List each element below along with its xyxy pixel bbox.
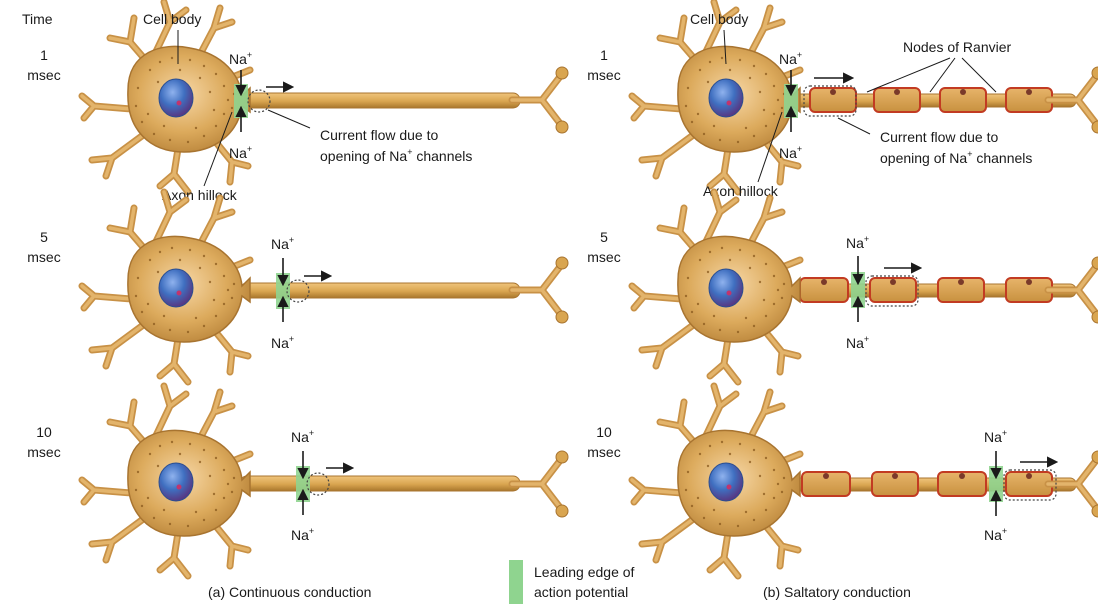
sodium-label-top: Na+ bbox=[779, 50, 802, 67]
current-flow-label: Current flow due to bbox=[320, 127, 438, 143]
caption-continuous: (a) Continuous conduction bbox=[208, 584, 371, 600]
sodium-label-bottom: Na+ bbox=[779, 144, 802, 161]
continuous-neuron-10msec: Na+ Na+ bbox=[82, 386, 568, 576]
time-unit-10-right: msec bbox=[587, 444, 620, 460]
sodium-label-bottom: Na+ bbox=[984, 526, 1007, 543]
current-flow-leader bbox=[838, 118, 870, 134]
sodium-label-bottom: Na+ bbox=[271, 334, 294, 351]
sodium-label-bottom: Na+ bbox=[229, 144, 252, 161]
sodium-label-top: Na+ bbox=[846, 234, 869, 251]
legend-line-1: Leading edge of bbox=[534, 564, 635, 580]
continuous-neuron-1msec: Na+ Na+ Cell body Axon hillock Current f… bbox=[82, 2, 568, 203]
current-flow-leader bbox=[268, 110, 310, 128]
time-value-5-left: 5 bbox=[40, 229, 48, 245]
time-value-10-left: 10 bbox=[36, 424, 52, 440]
legend-swatch bbox=[509, 560, 523, 604]
sodium-label-top: Na+ bbox=[271, 235, 294, 252]
axon bbox=[240, 476, 520, 491]
node-leader bbox=[867, 58, 950, 92]
time-unit-5-right: msec bbox=[587, 249, 620, 265]
legend: Leading edge of action potential bbox=[509, 560, 635, 604]
time-value-1-left: 1 bbox=[40, 47, 48, 63]
saltatory-neuron-5msec: Na+ Na+ bbox=[632, 192, 1098, 382]
cell-body-label: Cell body bbox=[143, 11, 201, 27]
nodes-of-ranvier-label: Nodes of Ranvier bbox=[903, 39, 1012, 55]
cell-body-label: Cell body bbox=[690, 11, 748, 27]
current-flow-label: Current flow due to bbox=[880, 129, 998, 145]
current-flow-label-line2: opening of Na+ channels bbox=[880, 149, 1032, 166]
current-flow-label-line2: opening of Na+ channels bbox=[320, 147, 472, 164]
time-unit-5-left: msec bbox=[27, 249, 60, 265]
time-value-10-right: 10 bbox=[596, 424, 612, 440]
time-unit-10-left: msec bbox=[27, 444, 60, 460]
legend-line-2: action potential bbox=[534, 584, 628, 600]
sodium-label-bottom: Na+ bbox=[846, 334, 869, 351]
axon bbox=[240, 93, 520, 108]
sodium-label-top: Na+ bbox=[291, 428, 314, 445]
caption-saltatory: (b) Saltatory conduction bbox=[763, 584, 911, 600]
sodium-label-top: Na+ bbox=[229, 50, 252, 67]
sodium-label-bottom: Na+ bbox=[291, 526, 314, 543]
node-leader bbox=[962, 58, 996, 92]
time-unit-1-left: msec bbox=[27, 67, 60, 83]
saltatory-neuron-1msec: Na+ Na+ Cell body Axon hillock Nodes of … bbox=[632, 2, 1098, 199]
saltatory-neuron-10msec: Na+ Na+ bbox=[632, 386, 1098, 576]
node-leader bbox=[930, 58, 955, 92]
sodium-label-top: Na+ bbox=[984, 428, 1007, 445]
time-labels-right: 1 msec 5 msec 10 msec bbox=[587, 47, 620, 460]
time-labels-left: 1 msec 5 msec 10 msec bbox=[27, 47, 60, 460]
time-value-5-right: 5 bbox=[600, 229, 608, 245]
axon-hillock-label: Axon hillock bbox=[162, 187, 238, 203]
time-unit-1-right: msec bbox=[587, 67, 620, 83]
continuous-neuron-5msec: Na+ Na+ bbox=[82, 192, 568, 382]
time-header: Time bbox=[22, 11, 53, 27]
time-value-1-right: 1 bbox=[600, 47, 608, 63]
